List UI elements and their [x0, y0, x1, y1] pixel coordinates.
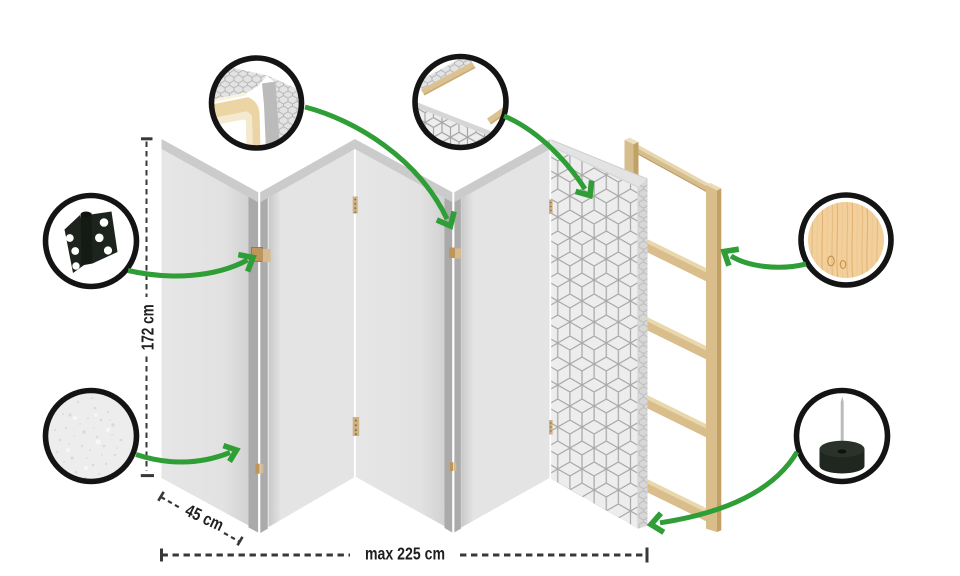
- svg-text:172 cm: 172 cm: [137, 304, 157, 350]
- svg-text:max 225 cm: max 225 cm: [365, 544, 445, 564]
